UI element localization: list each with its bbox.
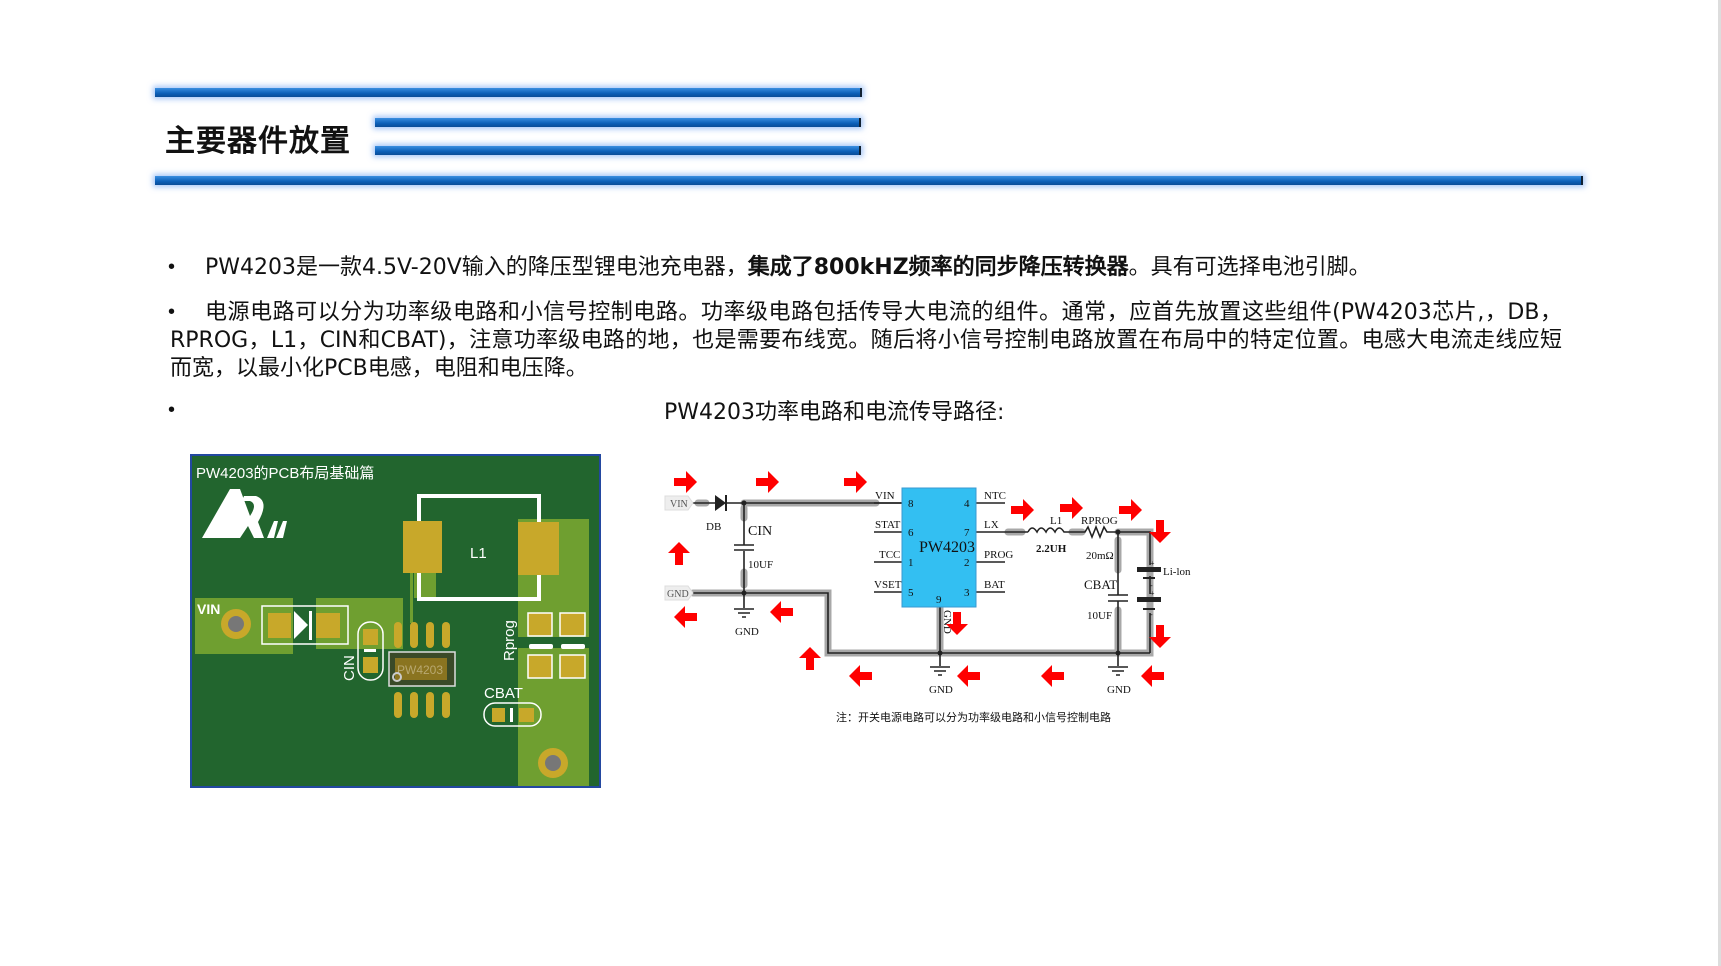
pin-number: 2: [964, 557, 970, 569]
header-bar-top: [155, 88, 862, 97]
bullet-text-3: PW4203功率电路和电流传导路径:: [664, 400, 1005, 425]
schematic-note: 注：开关电源电路可以分为功率级电路和小信号控制电路: [836, 710, 1111, 724]
pin-number: 9: [936, 594, 942, 606]
pcb-label-vin: VIN: [197, 601, 220, 617]
arrow-up-icon: [668, 542, 690, 565]
label-cin-value: 10UF: [748, 559, 773, 571]
pcb-layout-image: PW4203的PCB布局基础篇 L1 VIN CIN PW4203 Rprog …: [190, 454, 601, 788]
bullet: •: [168, 301, 176, 323]
arrow-left-icon: [674, 606, 697, 628]
arrow-right-icon: [1060, 497, 1083, 519]
pin-label: STAT: [875, 519, 901, 531]
pw-logo: [202, 489, 287, 538]
pin-number: 7: [964, 527, 970, 539]
pin-number: 5: [908, 587, 914, 599]
header-bar-short-2: [375, 146, 861, 155]
pin-number: 6: [908, 527, 914, 539]
pin-number: 3: [964, 587, 970, 599]
power-path-schematic: VIN GND DB CIN 10UF GND GND GND PW4203 V…: [664, 471, 1191, 724]
pcb-label-cin: CIN: [341, 655, 358, 681]
bullet-text-2: 电源电路可以分为功率级电路和小信号控制电路。功率级电路包括传导大电流的组件。通常…: [170, 300, 1562, 381]
arrow-right-icon: [1011, 499, 1034, 521]
pin-label: NTC: [984, 490, 1006, 502]
label-cbat: CBAT: [1084, 577, 1117, 592]
label-db: DB: [706, 521, 721, 533]
pin-label: VIN: [875, 490, 895, 502]
label-gnd: GND: [735, 626, 759, 638]
label-gnd: GND: [1107, 684, 1131, 696]
vin-tag: VIN: [670, 499, 688, 510]
window-edge: [1718, 0, 1721, 966]
label-cbat-value: 10UF: [1087, 610, 1112, 622]
pin-number: 8: [908, 498, 914, 510]
pin-label: TCC: [879, 549, 900, 561]
pin-number: 4: [964, 498, 970, 510]
chip-name: PW4203: [919, 539, 975, 556]
arrow-left-icon: [1041, 665, 1064, 687]
pcb-title: PW4203的PCB布局基础篇: [196, 464, 374, 482]
arrow-left-icon: [770, 601, 793, 623]
gnd-tag: GND: [667, 589, 689, 600]
arrow-left-icon: [1141, 665, 1164, 687]
bullet-text-1: PW4203是一款4.5V-20V输入的降压型锂电池充电器，集成了800kHZ频…: [205, 254, 1371, 282]
pcb-label-ic: PW4203: [397, 663, 443, 677]
pcb-label-cbat: CBAT: [484, 685, 523, 702]
arrow-right-icon: [1119, 499, 1142, 521]
pin-label: PROG: [984, 549, 1013, 561]
label-gnd: GND: [929, 684, 953, 696]
bullet: •: [168, 399, 176, 421]
label-l1: L1: [1050, 515, 1062, 527]
page-title: 主要器件放置: [165, 124, 351, 159]
arrow-right-icon: [756, 471, 779, 493]
arrow-left-icon: [849, 665, 872, 687]
pcb-label-l1: L1: [470, 545, 487, 562]
label-l1-value: 2.2UH: [1036, 543, 1067, 555]
minus-sign: -: [1150, 581, 1153, 590]
pin-label: GND: [941, 610, 953, 634]
label-rprog-value: 20mΩ: [1086, 550, 1114, 562]
bullet: •: [168, 256, 176, 278]
text-bold: 集成了800kHZ频率的同步降压转换器: [747, 255, 1129, 280]
pin-label: VSET: [874, 579, 902, 591]
arrow-right-icon: [674, 471, 697, 493]
pin-label: LX: [984, 519, 999, 531]
header-bar-bottom: [155, 176, 1583, 185]
label-battery: Li-lon: [1163, 566, 1191, 578]
header-bar-short-1: [375, 118, 861, 127]
arrow-right-icon: [844, 471, 867, 493]
pcb-drawing: PW4203的PCB布局基础篇 L1 VIN CIN PW4203 Rprog …: [195, 464, 589, 786]
text-span: 。具有可选择电池引脚。: [1128, 255, 1371, 280]
label-rprog: RPROG: [1081, 515, 1118, 527]
pin-number: 1: [908, 557, 914, 569]
pcb-label-rprog: Rprog: [501, 620, 518, 661]
label-cin: CIN: [748, 524, 772, 539]
plus-sign: +: [1150, 559, 1155, 568]
pin-label: BAT: [984, 579, 1005, 591]
plus-sign: +: [1150, 589, 1155, 598]
arrow-left-icon: [957, 665, 980, 687]
arrow-up-icon: [799, 647, 821, 670]
text-span: PW4203是一款4.5V-20V输入的降压型锂电池充电器，: [205, 255, 748, 280]
minus-sign: -: [1150, 610, 1153, 619]
